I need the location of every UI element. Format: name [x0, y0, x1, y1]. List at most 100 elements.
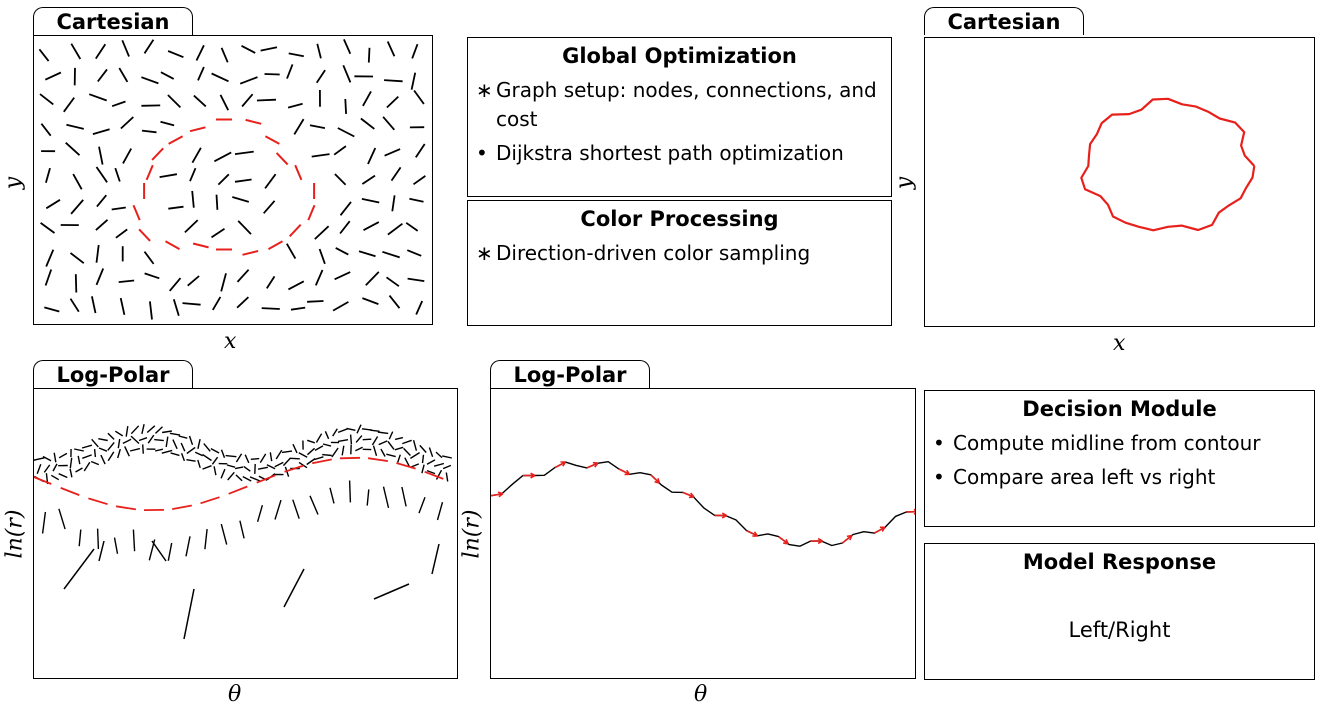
distractor-segment [178, 435, 188, 439]
distractor-segment [314, 456, 324, 461]
contour-line [491, 460, 915, 547]
distractor-segment [211, 456, 219, 465]
distractor-segment [44, 306, 60, 313]
distractor-segment [329, 487, 335, 504]
distractor-segment [39, 93, 54, 106]
distractor-segment [111, 100, 126, 108]
distractor-segment [282, 457, 292, 467]
distractor-segment [361, 198, 380, 204]
distractor-segment [287, 102, 303, 109]
distractor-segment [382, 250, 400, 259]
distractor-segment [44, 269, 53, 286]
log-polar-segments-panel [33, 388, 458, 679]
distractor-segment [130, 435, 140, 445]
color-processing-title: Color Processing [580, 207, 779, 231]
distractor-segment [260, 46, 278, 52]
distractor-segment [219, 94, 230, 111]
distractor-segment [405, 222, 419, 232]
distractor-segment [283, 568, 305, 608]
distractor-segment [142, 444, 144, 454]
distractor-segment [66, 123, 85, 130]
distractor-segment [63, 97, 75, 113]
distractor-segment [237, 220, 252, 235]
distractor-segment [168, 205, 184, 210]
distractor-segment [146, 425, 156, 434]
direction-arrow-head [846, 534, 852, 538]
distractor-segment [290, 306, 306, 311]
distractor-segment [362, 438, 372, 441]
distractor-segment [316, 43, 322, 59]
contour-segment [60, 487, 80, 496]
color-processing-box: Color Processing ∗Direction-driven color… [467, 200, 892, 326]
contour-segment [88, 497, 108, 506]
distractor-segment [43, 464, 51, 473]
distractor-segment [74, 274, 78, 293]
distractor-segment [306, 439, 316, 444]
distractor-segment [70, 43, 82, 60]
direction-arrow-shaft [586, 462, 599, 469]
distractor-segment [97, 68, 108, 83]
distractor-segment [309, 124, 326, 129]
asterisk-bullet-icon: ∗ [476, 241, 493, 265]
distractor-segment [211, 72, 229, 83]
distractor-segment [433, 462, 445, 467]
distractor-segment [195, 44, 205, 61]
distractor-segment [365, 271, 380, 286]
distractor-segment [40, 123, 52, 137]
distractor-segment [355, 446, 363, 452]
distractor-segment [98, 447, 108, 452]
y-axis-label-right: y [892, 176, 918, 190]
distractor-segment [122, 438, 132, 445]
distractor-segment [167, 50, 184, 59]
distractor-segment [125, 425, 129, 437]
direction-arrow-shaft [746, 529, 758, 537]
distractor-segment [322, 443, 332, 447]
distractor-segment [98, 438, 108, 442]
distractor-segment [44, 71, 62, 81]
y-axis-label-left: y [1, 176, 27, 190]
distractor-segment [161, 449, 173, 454]
distractor-segment [52, 463, 58, 472]
model-response-value: Left/Right [1068, 618, 1171, 642]
distractor-segment [243, 465, 251, 472]
distractor-segment [115, 228, 128, 239]
distractor-segment [307, 300, 324, 303]
distractor-segment [78, 529, 82, 547]
distractor-segment [358, 250, 376, 258]
tab-cartesian-left: Cartesian [33, 7, 193, 35]
distractor-segment [292, 443, 298, 454]
direction-arrow-head [817, 537, 823, 542]
distractor-segment [232, 196, 250, 203]
model-response-title: Model Response [1022, 550, 1217, 574]
list-item-text: Dijkstra shortest path optimization [496, 141, 844, 165]
distractor-segment [431, 543, 440, 575]
cartesian-contour-plot [1080, 97, 1256, 232]
distractor-segment [334, 271, 351, 281]
contour-segment [264, 135, 280, 145]
distractor-segment [363, 221, 380, 231]
distractor-segment [129, 447, 141, 452]
x-axis-label-left: x [224, 329, 237, 354]
distractor-segment [155, 426, 163, 434]
distractor-segment [124, 446, 130, 457]
cartesian-segments-panel [33, 35, 433, 325]
distractor-segment [257, 466, 269, 470]
model-response-box: Model Response Left/Right [924, 543, 1315, 680]
distractor-segment [186, 459, 196, 462]
distractor-segment [401, 486, 407, 507]
distractor-segment [324, 431, 330, 440]
contour-segment [132, 204, 141, 221]
distractor-segment [100, 454, 106, 465]
contour-segment [245, 118, 262, 125]
distractor-segment [410, 463, 420, 468]
distractor-segment [203, 443, 211, 452]
log-polar-contour-panel [490, 388, 916, 679]
contour-segment [367, 457, 389, 462]
contour-segment [307, 204, 316, 221]
direction-arrow-head [657, 478, 661, 484]
distractor-segment [332, 301, 349, 312]
ln-r-axis-label-left: ln(r) [2, 509, 28, 559]
bullet-icon: • [476, 141, 488, 165]
theta-axis-label-mid: θ [694, 682, 708, 707]
distractor-segment [114, 167, 121, 182]
